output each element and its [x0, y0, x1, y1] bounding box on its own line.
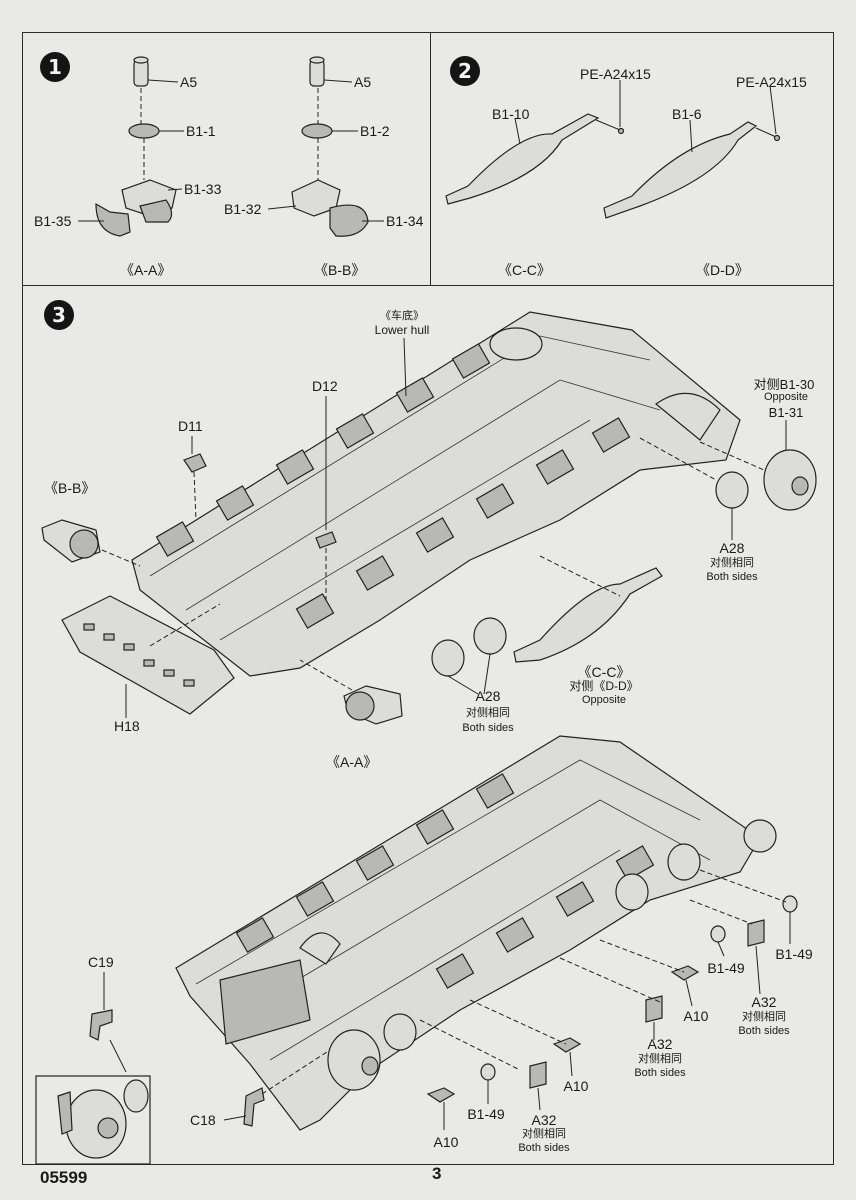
step2-cc-drawing: [445, 80, 625, 205]
label-a10-b: A10: [563, 1078, 589, 1094]
label-c18: C18: [190, 1112, 216, 1128]
label-b1-6: B1-6: [672, 106, 702, 122]
label-sub-aa: 《A-A》: [120, 262, 172, 278]
label-a28-mid-cn: 对侧相同: [466, 707, 510, 719]
label-a10-c: A10: [683, 1008, 709, 1024]
label-a28-mid: A28: [475, 688, 501, 704]
step2-badge: 2: [450, 56, 480, 86]
label-cc: 《C-C》: [577, 664, 631, 680]
label-a28-right: A28: [719, 540, 745, 556]
label-a28-mid-en: Both sides: [462, 722, 514, 734]
label-a32-a: A32: [531, 1112, 557, 1128]
lower-hull-parts: [89, 869, 798, 1130]
step3-panel: [22, 285, 834, 1165]
label-opposite-en: Opposite: [763, 391, 809, 403]
label-a32-b-cn: 对侧相同: [638, 1053, 682, 1065]
label-pe-left: PE-A24x15: [580, 66, 651, 82]
label-a32-c-cn: 对侧相同: [742, 1011, 786, 1023]
label-b1-35: B1-35: [34, 213, 72, 229]
label-sub-bb: 《B-B》: [314, 262, 366, 278]
label-opp-dd-cn: 对侧《D-D》: [569, 679, 639, 693]
label-lower-hull-en: Lower hull: [374, 323, 430, 337]
label-b1-49-a: B1-49: [467, 1106, 505, 1122]
upper-hull-parts: [41, 337, 817, 725]
lower-hull-drawing: [175, 735, 777, 1131]
label-sub-dd: 《D-D》: [696, 262, 749, 278]
label-b1-32: B1-32: [224, 201, 262, 217]
step3-badge: 3: [44, 300, 74, 330]
product-code: 05599: [40, 1168, 88, 1187]
label-a32-b: A32: [647, 1036, 673, 1052]
label-aa: 《A-A》: [326, 754, 378, 770]
label-lower-hull-cn: 《车底》: [380, 310, 424, 322]
step1-badge: 1: [40, 52, 70, 82]
label-a28-right-cn: 对侧相同: [710, 557, 754, 569]
label-b1-34: B1-34: [386, 213, 424, 229]
label-a32-c: A32: [751, 994, 777, 1010]
label-b1-2: B1-2: [360, 123, 390, 139]
label-b1-31: B1-31: [768, 405, 804, 420]
label-a32-a-cn: 对侧相同: [522, 1128, 566, 1140]
label-h18: H18: [114, 718, 140, 734]
label-a5-right: A5: [354, 74, 372, 90]
label-b1-33: B1-33: [184, 181, 222, 197]
step2-dd-drawing: [603, 85, 781, 219]
label-opposite-b1-30: 对侧B1-30: [753, 377, 815, 392]
detail-inset: [35, 1075, 151, 1165]
label-b1-10: B1-10: [492, 106, 530, 122]
label-a32-b-en: Both sides: [634, 1067, 686, 1079]
page-number: 3: [432, 1164, 442, 1183]
label-d11: D11: [178, 418, 203, 434]
label-b1-49-c: B1-49: [775, 946, 813, 962]
label-sub-cc: 《C-C》: [498, 262, 551, 278]
label-a32-a-en: Both sides: [518, 1142, 570, 1154]
label-a28-right-en: Both sides: [706, 571, 758, 583]
label-a5-left: A5: [180, 74, 198, 90]
step1-aa-drawing: [78, 56, 184, 237]
label-d12: D12: [312, 378, 338, 394]
label-b1-1: B1-1: [186, 123, 216, 139]
step1-bb-drawing: [267, 56, 384, 237]
label-c19: C19: [88, 954, 114, 970]
label-b1-49-b: B1-49: [707, 960, 745, 976]
label-opp-dd-en: Opposite: [581, 694, 627, 706]
label-a32-c-en: Both sides: [738, 1025, 790, 1037]
upper-hull-drawing: [131, 311, 741, 677]
label-a10-a: A10: [433, 1134, 459, 1150]
label-pe-right: PE-A24x15: [736, 74, 807, 90]
label-bb: 《B-B》: [44, 480, 96, 496]
